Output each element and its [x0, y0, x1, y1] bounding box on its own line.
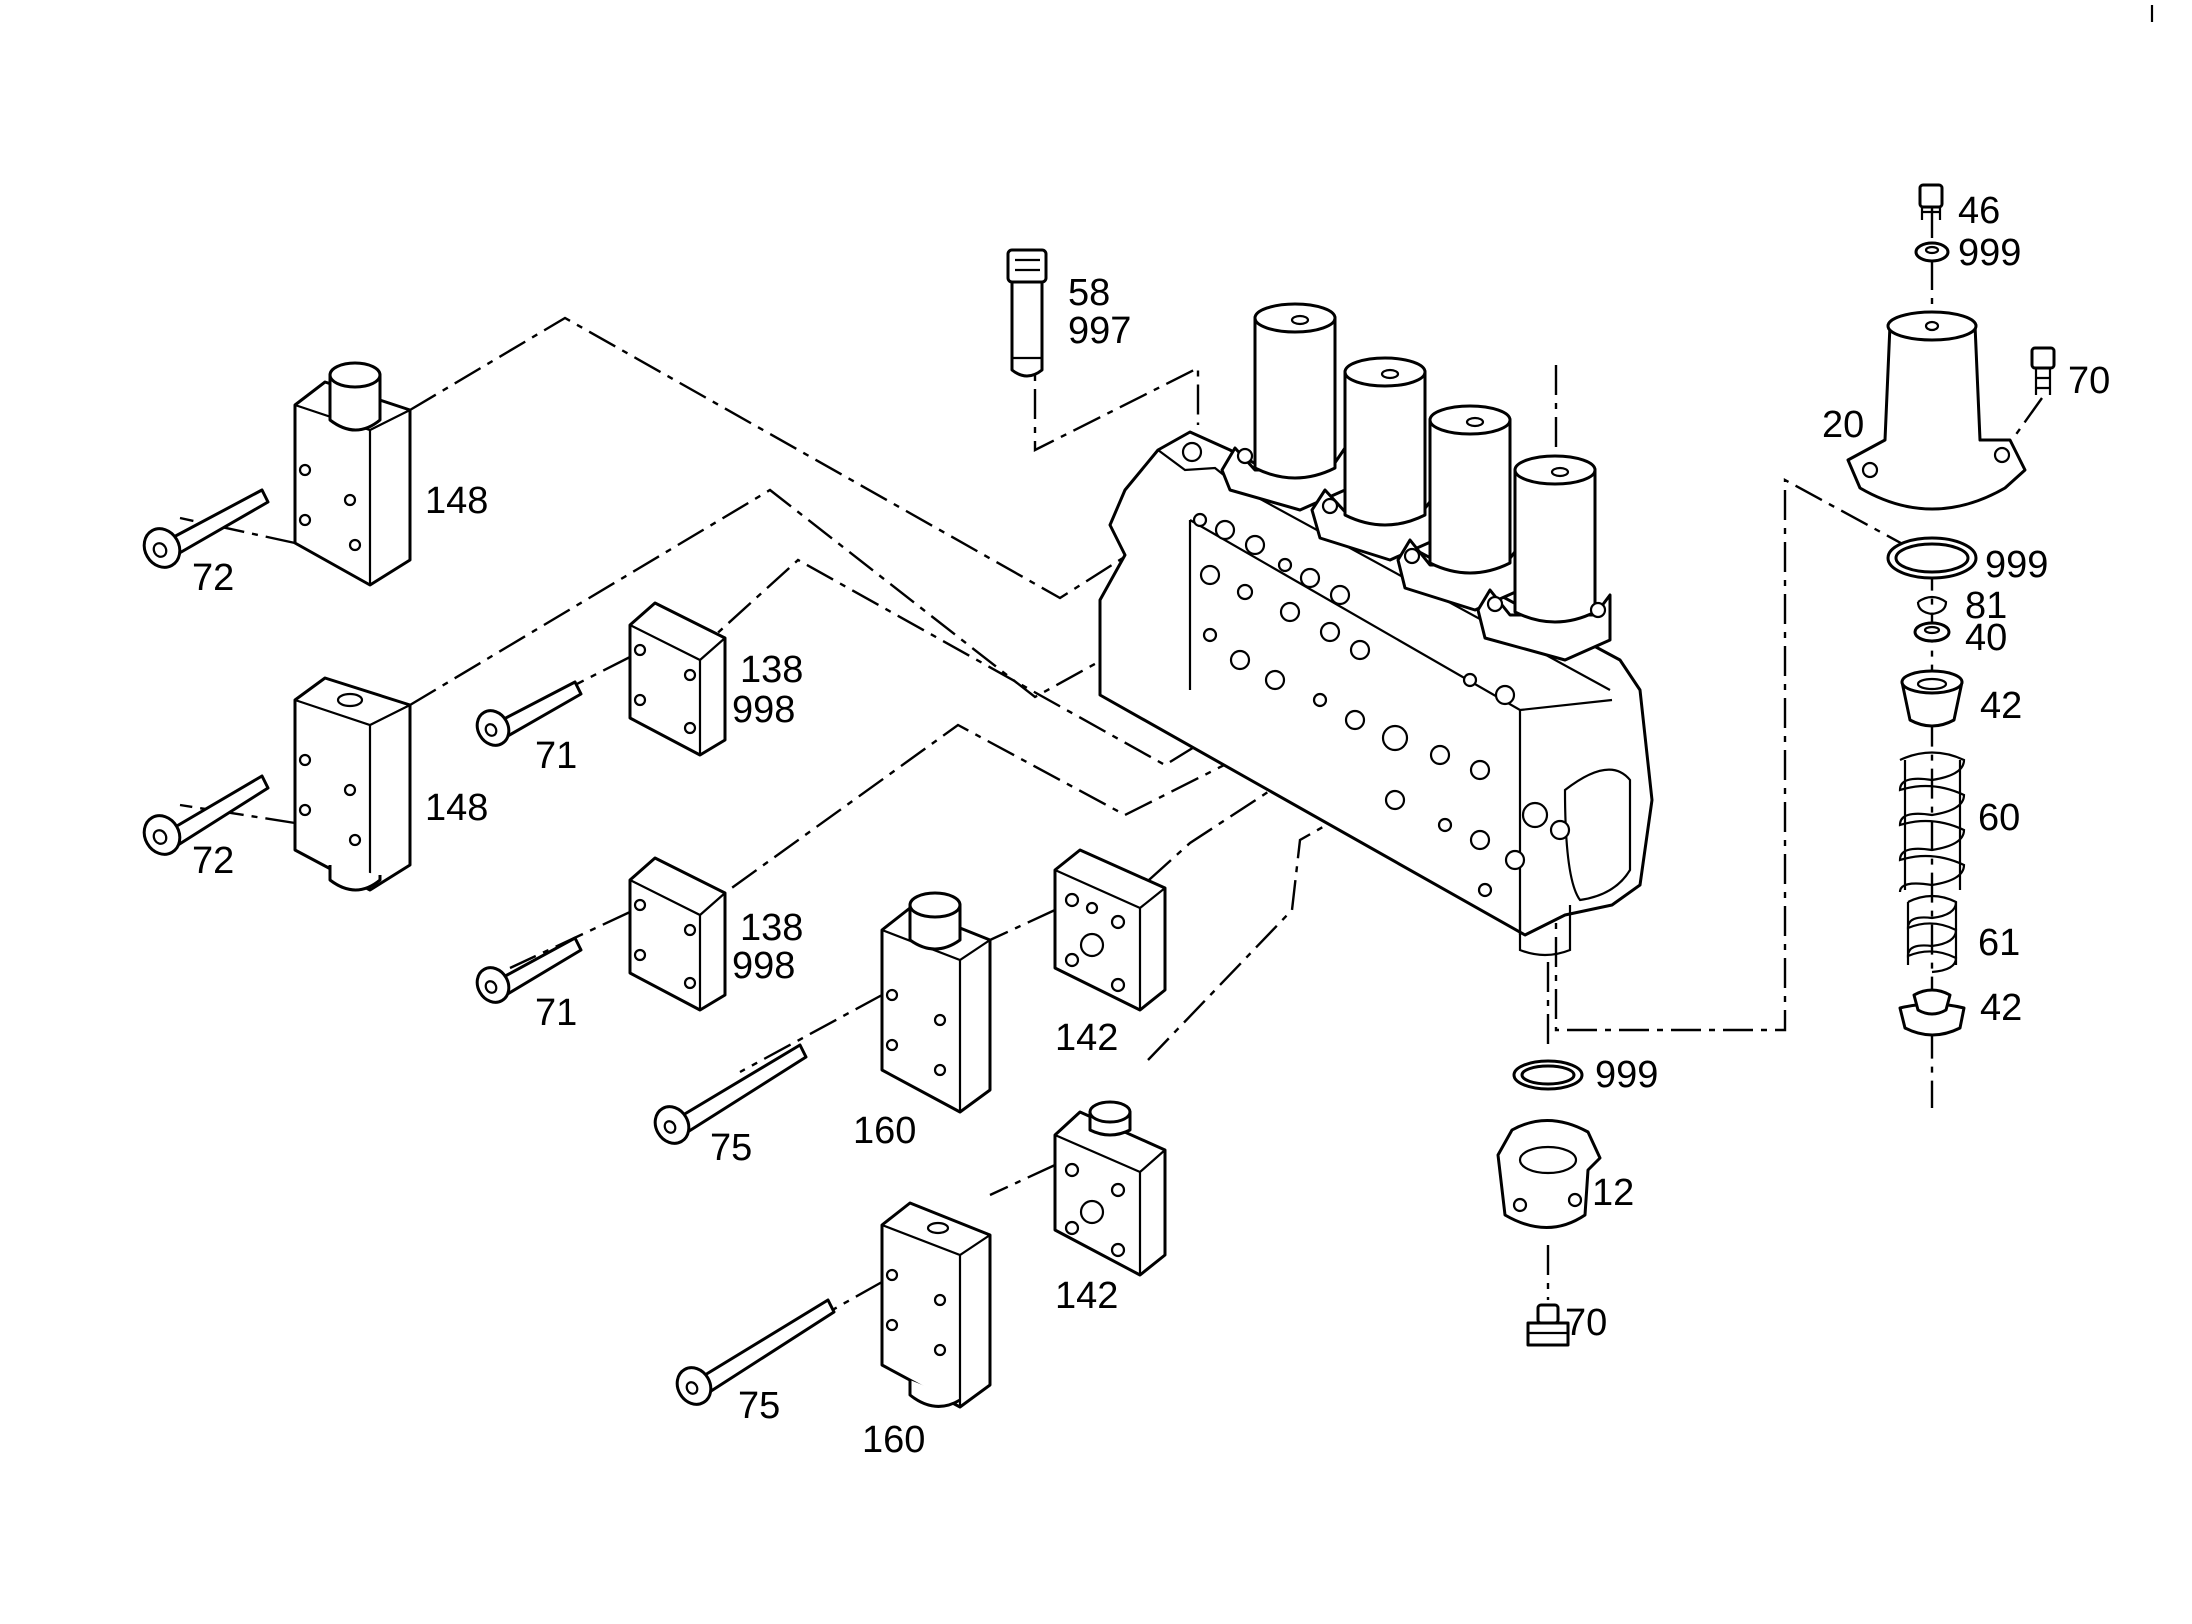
screw-75-upper [653, 1043, 808, 1145]
callout-998: 998 [732, 945, 795, 987]
callout-999: 999 [1958, 232, 2021, 274]
callout-72: 72 [192, 557, 234, 599]
screw-71-lower [475, 936, 583, 1004]
callout-75: 75 [710, 1127, 752, 1169]
part-160-upper [880, 891, 992, 1114]
screw-75-lower [675, 1298, 836, 1406]
part-148-lower [293, 676, 412, 892]
callout-142: 142 [1055, 1275, 1118, 1317]
callout-labels: 46 999 70 20 999 81 40 42 60 61 42 58 99… [192, 190, 2110, 1461]
callout-75: 75 [738, 1385, 780, 1427]
callout-60: 60 [1978, 797, 2020, 839]
callout-71: 71 [535, 735, 577, 777]
callout-148: 148 [425, 480, 488, 522]
callout-160: 160 [862, 1419, 925, 1461]
relief-valve-stack [1846, 183, 2056, 1037]
callout-142: 142 [1055, 1017, 1118, 1059]
callout-58: 58 [1068, 272, 1110, 314]
callout-20: 20 [1822, 404, 1864, 446]
callout-997: 997 [1068, 310, 1131, 352]
callout-999: 999 [1595, 1054, 1658, 1096]
callout-70: 70 [2068, 360, 2110, 402]
part-138-lower [628, 856, 727, 1012]
screw-71-upper [475, 680, 583, 747]
callout-160: 160 [853, 1110, 916, 1152]
part-148-upper [293, 361, 412, 587]
callout-72: 72 [192, 840, 234, 882]
callout-999: 999 [1985, 544, 2048, 586]
callout-138: 138 [740, 649, 803, 691]
callout-42: 42 [1980, 685, 2022, 727]
screw-72-upper [142, 488, 270, 569]
part-142-lower [1053, 1100, 1167, 1277]
callout-148: 148 [425, 787, 488, 829]
part-142-upper [1053, 848, 1167, 1012]
solenoid-domes [1181, 302, 1612, 662]
callout-46: 46 [1958, 190, 2000, 232]
callout-42: 42 [1980, 987, 2022, 1029]
callout-70: 70 [1565, 1302, 1607, 1344]
plug-58 [1006, 248, 1048, 378]
callout-71: 71 [535, 992, 577, 1034]
callout-138: 138 [740, 907, 803, 949]
part-138-upper [628, 601, 727, 757]
callout-998: 998 [732, 689, 795, 731]
callout-81: 81 [1965, 585, 2007, 627]
callout-40: 40 [1965, 617, 2007, 659]
bottom-port-parts [1496, 1059, 1602, 1347]
callout-61: 61 [1978, 922, 2020, 964]
screw-72-lower [142, 774, 270, 856]
part-160-lower [880, 1201, 992, 1409]
callout-12: 12 [1592, 1172, 1634, 1214]
main-valve-block [1098, 302, 1654, 957]
